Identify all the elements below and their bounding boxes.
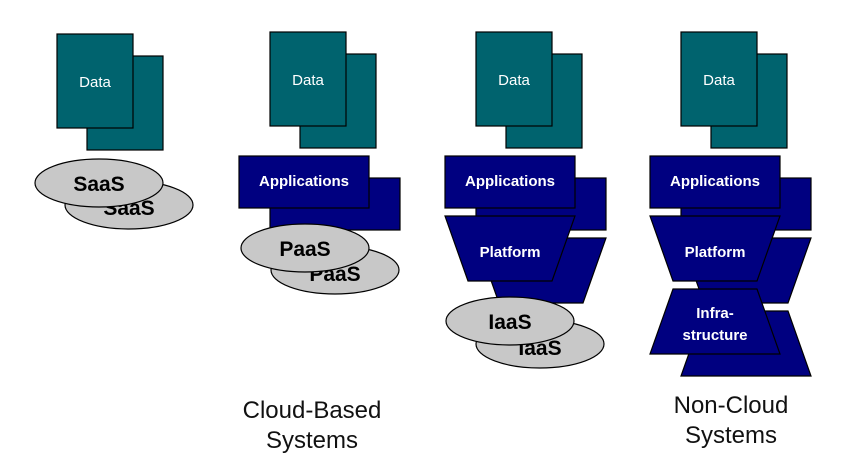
saas-label: SaaS <box>73 173 124 196</box>
platform-layer: Platform <box>649 215 812 304</box>
data-stack: Data <box>680 31 788 149</box>
iaas-oval-stack: IaaS IaaS <box>445 296 605 369</box>
cloud-based-caption-line2: Systems <box>265 427 358 454</box>
applications-block-front <box>649 155 781 209</box>
applications-label: Applications <box>465 173 555 190</box>
paas-oval-front <box>240 223 370 273</box>
data-box-front <box>269 31 347 127</box>
saas-oval-stack: SaaS SaaS <box>34 158 194 230</box>
non-cloud-caption: Non-Cloud Systems <box>631 391 831 451</box>
data-label: Data <box>703 72 735 89</box>
data-label: Data <box>498 72 530 89</box>
platform-block-front <box>649 215 781 282</box>
platform-label: Platform <box>480 244 541 261</box>
data-box-front <box>475 31 553 127</box>
paas-oval-stack: PaaS PaaS <box>240 223 400 295</box>
data-label: Data <box>79 74 111 91</box>
data-box-front <box>680 31 758 127</box>
applications-block-front <box>238 155 370 209</box>
platform-label: Platform <box>685 244 746 261</box>
non-cloud-caption-line1: Non-Cloud <box>673 392 789 419</box>
infrastructure-block-front <box>649 288 781 355</box>
column-paas: Data Applications PaaS PaaS <box>238 31 401 295</box>
data-box-front <box>56 33 134 129</box>
applications-label: Applications <box>259 173 349 190</box>
cloud-based-caption-line1: Cloud-Based <box>242 397 382 424</box>
platform-block-front <box>444 215 576 282</box>
column-noncloud: Data Applications Platform Infra- struct… <box>649 31 812 377</box>
data-stack: Data <box>56 33 164 151</box>
applications-layer: Applications <box>238 155 401 231</box>
data-stack: Data <box>269 31 377 149</box>
saas-oval-front <box>34 158 164 208</box>
applications-label: Applications <box>670 173 760 190</box>
iaas-label: IaaS <box>488 311 531 334</box>
column-saas: Data SaaS SaaS <box>34 33 194 230</box>
column-iaas: Data Applications Platform IaaS IaaS <box>444 31 607 369</box>
paas-label: PaaS <box>279 238 330 261</box>
data-stack: Data <box>475 31 583 149</box>
applications-block-front <box>444 155 576 209</box>
infrastructure-label-line1: Infra- <box>696 305 734 322</box>
non-cloud-caption-line2: Systems <box>684 422 777 449</box>
infrastructure-layer: Infra- structure <box>649 288 812 377</box>
platform-layer: Platform <box>444 215 607 304</box>
infrastructure-label-line2: structure <box>682 327 747 344</box>
iaas-oval-front <box>445 296 575 346</box>
cloud-based-caption: Cloud-Based Systems <box>212 396 412 456</box>
data-label: Data <box>292 72 324 89</box>
